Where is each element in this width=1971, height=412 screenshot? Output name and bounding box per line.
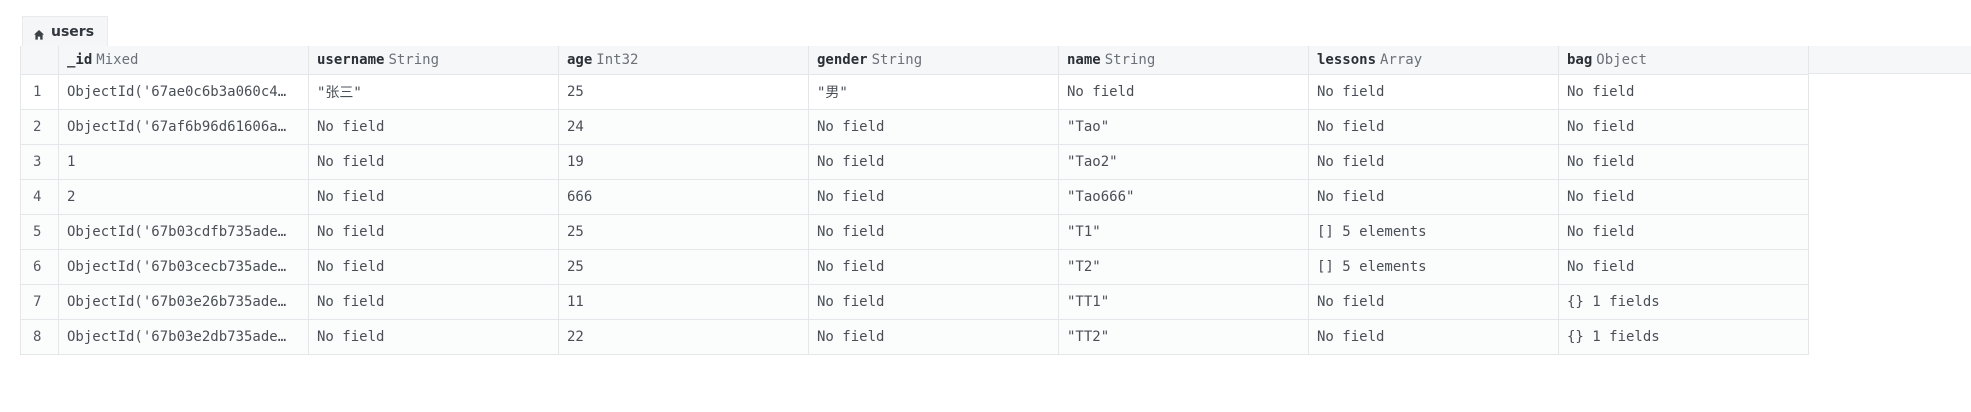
cell-username[interactable]: No field — [308, 214, 559, 250]
cell-name[interactable]: "Tao666" — [1058, 179, 1309, 215]
cell-age[interactable]: 11 — [558, 284, 809, 320]
row-number: 7 — [20, 284, 59, 320]
column-header-rownum — [20, 46, 59, 75]
cell-gender[interactable]: No field — [808, 249, 1059, 285]
row-number: 1 — [20, 74, 59, 110]
cell-bag[interactable]: No field — [1558, 214, 1809, 250]
cell-age[interactable]: 19 — [558, 144, 809, 180]
row-number: 6 — [20, 249, 59, 285]
cell-age[interactable]: 24 — [558, 109, 809, 145]
cell-name[interactable]: "TT1" — [1058, 284, 1309, 320]
cell-age[interactable]: 25 — [558, 214, 809, 250]
cell-age[interactable]: 22 — [558, 319, 809, 355]
cell-bag[interactable]: No field — [1558, 109, 1809, 145]
cell-id[interactable]: 1 — [58, 144, 309, 180]
cell-gender[interactable]: No field — [808, 109, 1059, 145]
cell-lessons[interactable]: No field — [1308, 319, 1559, 355]
cell-gender[interactable]: No field — [808, 284, 1059, 320]
cell-id[interactable]: ObjectId('67b03cdfb735ade… — [58, 214, 309, 250]
cell-id[interactable]: 2 — [58, 179, 309, 215]
row-number: 2 — [20, 109, 59, 145]
cell-name[interactable]: "T2" — [1058, 249, 1309, 285]
row-number: 5 — [20, 214, 59, 250]
cell-age[interactable]: 666 — [558, 179, 809, 215]
cell-lessons[interactable]: [] 5 elements — [1308, 214, 1559, 250]
cell-name[interactable]: "T1" — [1058, 214, 1309, 250]
cell-bag[interactable]: {} 1 fields — [1558, 284, 1809, 320]
cell-gender[interactable]: No field — [808, 214, 1059, 250]
cell-lessons[interactable]: No field — [1308, 109, 1559, 145]
cell-username[interactable]: No field — [308, 249, 559, 285]
cell-name[interactable]: "TT2" — [1058, 319, 1309, 355]
cell-age[interactable]: 25 — [558, 74, 809, 110]
cell-lessons[interactable]: No field — [1308, 144, 1559, 180]
cell-id[interactable]: ObjectId('67af6b96d61606a… — [58, 109, 309, 145]
cell-name[interactable]: "Tao2" — [1058, 144, 1309, 180]
collection-tab[interactable]: users — [22, 16, 109, 46]
cell-bag[interactable]: No field — [1558, 144, 1809, 180]
cell-bag[interactable]: No field — [1558, 179, 1809, 215]
cell-name[interactable]: "Tao" — [1058, 109, 1309, 145]
cell-lessons[interactable]: No field — [1308, 284, 1559, 320]
cell-name[interactable]: No field — [1058, 74, 1309, 110]
cell-gender[interactable]: "男" — [808, 74, 1059, 110]
row-number: 4 — [20, 179, 59, 215]
cell-lessons[interactable]: No field — [1308, 74, 1559, 110]
cell-lessons[interactable]: [] 5 elements — [1308, 249, 1559, 285]
cell-username[interactable]: No field — [308, 179, 559, 215]
cell-id[interactable]: ObjectId('67b03e2db735ade… — [58, 319, 309, 355]
cell-age[interactable]: 25 — [558, 249, 809, 285]
cell-username[interactable]: "张三" — [308, 74, 559, 110]
cell-id[interactable]: ObjectId('67b03e26b735ade… — [58, 284, 309, 320]
cell-username[interactable]: No field — [308, 284, 559, 320]
cell-username[interactable]: No field — [308, 109, 559, 145]
cell-id[interactable]: ObjectId('67ae0c6b3a060c4… — [58, 74, 309, 110]
row-number: 8 — [20, 319, 59, 355]
cell-lessons[interactable]: No field — [1308, 179, 1559, 215]
cell-gender[interactable]: No field — [808, 144, 1059, 180]
header-filler — [1807, 46, 1971, 74]
row-number: 3 — [20, 144, 59, 180]
collection-tab-label: users — [51, 23, 95, 40]
home-icon — [33, 26, 45, 40]
cell-username[interactable]: No field — [308, 144, 559, 180]
cell-bag[interactable]: {} 1 fields — [1558, 319, 1809, 355]
cell-id[interactable]: ObjectId('67b03cecb735ade… — [58, 249, 309, 285]
cell-bag[interactable]: No field — [1558, 74, 1809, 110]
cell-username[interactable]: No field — [308, 319, 559, 355]
cell-gender[interactable]: No field — [808, 179, 1059, 215]
cell-bag[interactable]: No field — [1558, 249, 1809, 285]
cell-gender[interactable]: No field — [808, 319, 1059, 355]
